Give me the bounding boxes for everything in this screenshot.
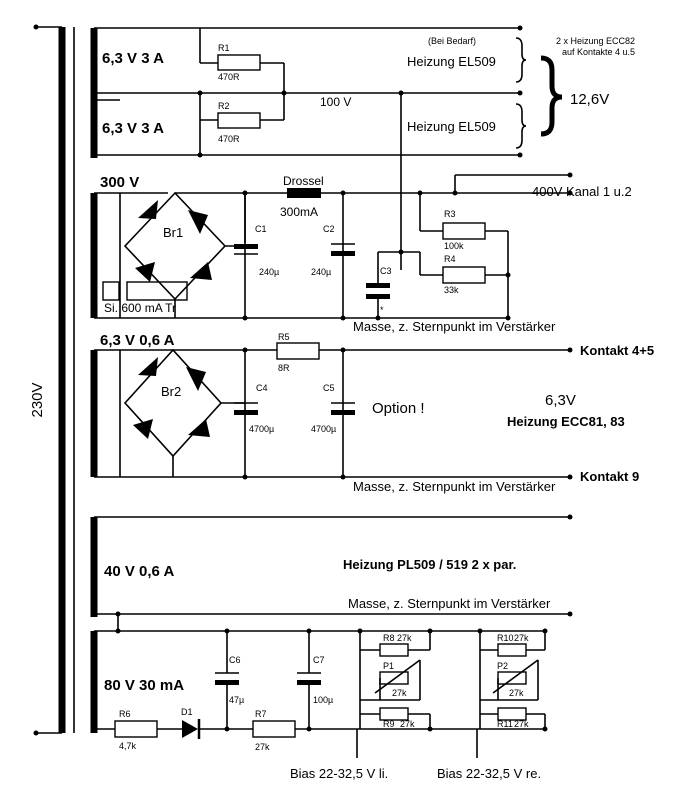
r3-value: 100k (444, 241, 464, 251)
bias-supply (90, 611, 548, 758)
c3-star: * (380, 305, 384, 315)
r10-name: R10 (497, 633, 514, 643)
br2-label: Br2 (161, 384, 181, 399)
small-brace-2 (515, 103, 527, 149)
masse-label-1: Masse, z. Sternpunkt im Verstärker (353, 319, 556, 334)
c7-value: 100µ (313, 695, 333, 705)
drossel-current: 300mA (280, 205, 318, 219)
r5-value: 8R (278, 363, 290, 373)
c2-value: 240µ (311, 267, 331, 277)
bias-left-label: Bias 22-32,5 V li. (290, 766, 388, 781)
primary-winding (33, 24, 75, 736)
c2-name: C2 (323, 224, 335, 234)
v63-label: 6,3V (545, 392, 576, 409)
winding2-label: 6,3 V 3 A (102, 120, 164, 137)
pl509-heater-winding (90, 514, 573, 617)
r7-name: R7 (255, 709, 267, 719)
r7-value: 27k (255, 742, 270, 752)
r8-value: 27k (397, 633, 412, 643)
c7-name: C7 (313, 655, 325, 665)
r6-name: R6 (119, 709, 131, 719)
r6-value: 4,7k (119, 741, 137, 751)
kontakt45-label: Kontakt 4+5 (580, 343, 654, 358)
p2-name: P2 (497, 661, 508, 671)
winding4-label: 6,3 V 0,6 A (100, 332, 175, 349)
heater-windings-el509 (90, 25, 523, 158)
c1-name: C1 (255, 224, 267, 234)
r5-name: R5 (278, 332, 290, 342)
kontakt9-label: Kontakt 9 (580, 469, 639, 484)
d1-name: D1 (181, 707, 193, 717)
ecc82-label-2: auf Kontakte 4 u.5 (562, 47, 635, 57)
r8-name: R8 (383, 633, 395, 643)
p1-name: P1 (383, 661, 394, 671)
pl509-label: Heizung PL509 / 519 2 x par. (343, 557, 516, 572)
r4-name: R4 (444, 254, 456, 264)
p2-value: 27k (509, 688, 524, 698)
r3-name: R3 (444, 209, 456, 219)
r11-value: 27k (514, 719, 529, 729)
el509-label-1: Heizung EL509 (407, 54, 496, 69)
r2-value: 470R (218, 134, 240, 144)
ecc81-label: Heizung ECC81, 83 (507, 414, 625, 429)
c6-value: 47µ (229, 695, 244, 705)
masse-label-3: Masse, z. Sternpunkt im Verstärker (348, 596, 551, 611)
c1-value: 240µ (259, 267, 279, 277)
winding1-label: 6,3 V 3 A (102, 50, 164, 67)
primary-voltage-label: 230V (29, 382, 46, 417)
r9-name: R9 (383, 719, 395, 729)
p1-value: 27k (392, 688, 407, 698)
v126-label: 12,6V (570, 91, 609, 108)
bei-bedarf-label: (Bei Bedarf) (428, 36, 476, 46)
el509-label-2: Heizung EL509 (407, 119, 496, 134)
r10-value: 27k (514, 633, 529, 643)
r9-value: 27k (400, 719, 415, 729)
kanal-label: 400V Kanal 1 u.2 (532, 184, 632, 199)
drossel-label: Drossel (283, 174, 324, 188)
c6-name: C6 (229, 655, 241, 665)
c4-value: 4700µ (249, 424, 274, 434)
r11-name: R11 (497, 719, 513, 729)
c5-name: C5 (323, 383, 335, 393)
c4-name: C4 (256, 383, 268, 393)
c3-name: C3 (380, 266, 392, 276)
fuse-label: Si. 600 mA Tr (104, 301, 176, 315)
r1-value: 470R (218, 72, 240, 82)
winding3-label: 300 V (100, 174, 139, 191)
r4-value: 33k (444, 285, 459, 295)
v100-label: 100 V (320, 95, 351, 109)
masse-label-2: Masse, z. Sternpunkt im Verstärker (353, 479, 556, 494)
r1-name: R1 (218, 43, 230, 53)
small-brace-1 (515, 37, 527, 83)
ecc82-label-1: 2 x Heizung ECC82 (556, 36, 635, 46)
bias-right-label: Bias 22-32,5 V re. (437, 766, 541, 781)
big-brace (540, 55, 563, 137)
option-label: Option ! (372, 400, 425, 417)
r2-name: R2 (218, 101, 230, 111)
hv-supply (90, 93, 573, 321)
c5-value: 4700µ (311, 424, 336, 434)
option-heater-supply (90, 342, 573, 480)
winding5-label: 40 V 0,6 A (104, 563, 174, 580)
br1-label: Br1 (163, 225, 183, 240)
winding6-label: 80 V 30 mA (104, 677, 184, 694)
